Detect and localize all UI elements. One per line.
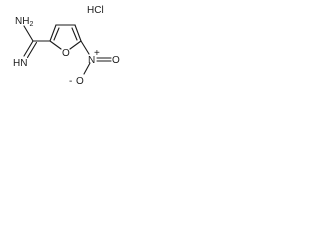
bond-n-o-single (83, 62, 91, 75)
structure-diagram: HCl NH2 HN O N + O - O (13, 5, 120, 87)
bond-o-c2 (49, 40, 62, 50)
amine-label: NH2 (15, 16, 33, 28)
bond-c4-c5 (74, 24, 82, 42)
salt-label: HCl (87, 5, 104, 16)
bond-c-nh-double-a (23, 40, 34, 57)
bond-c-nh2 (23, 25, 34, 42)
ring-oxygen-label: O (62, 48, 70, 59)
nitro-n-label: N (88, 55, 95, 66)
nitro-o-double-label: O (112, 55, 120, 66)
bond-c-nh-double-b (26, 41, 38, 59)
bond-c2-c3-inner (53, 27, 60, 41)
nitro-o-single-charge: - (69, 76, 72, 87)
bond-c5-n (80, 40, 90, 55)
nitro-o-single-label: O (76, 76, 84, 87)
nitro-n-charge: + (94, 48, 100, 59)
bond-c4-c5-inner (71, 27, 78, 41)
bond-c2-c3 (49, 24, 57, 42)
imine-label: HN (13, 58, 27, 69)
bond-c5-o (69, 40, 82, 50)
